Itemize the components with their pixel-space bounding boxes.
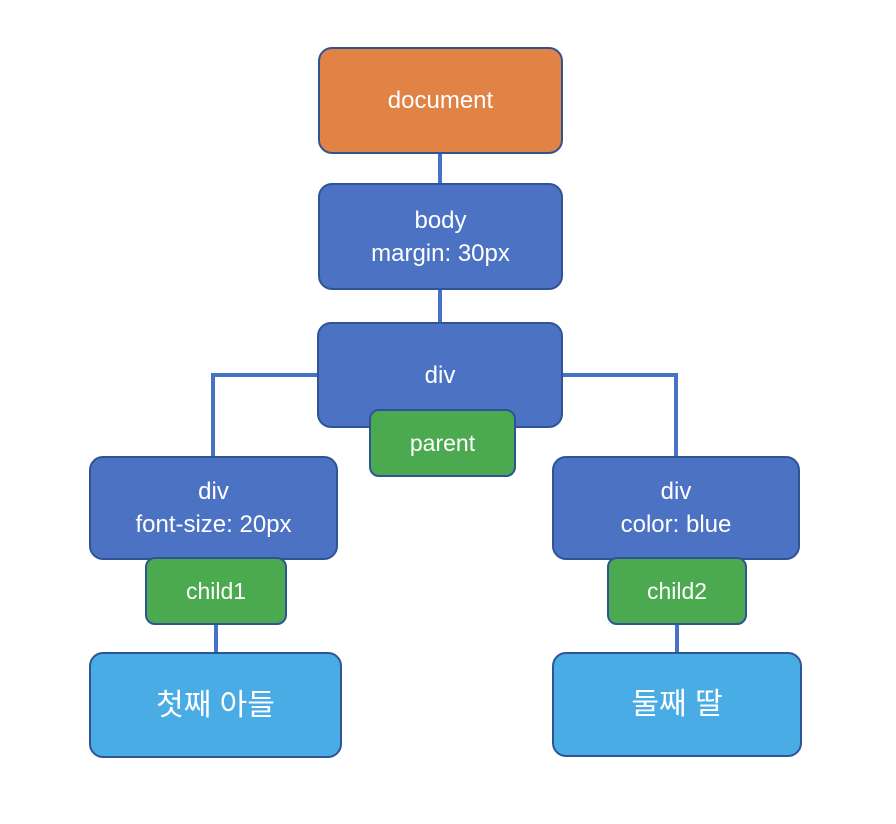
connector-parent-child1-horizontal bbox=[211, 373, 318, 377]
connector-parent-child1-vertical bbox=[211, 373, 215, 457]
connector-parent-child2-vertical bbox=[674, 373, 678, 457]
badge-child1: child1 bbox=[145, 557, 287, 625]
badge-child2-label: child2 bbox=[646, 577, 708, 604]
connector-parent-child2-horizontal bbox=[562, 373, 678, 377]
node-child2-style: color: blue bbox=[620, 511, 732, 538]
node-parent-tag: div bbox=[424, 361, 456, 389]
connector-child2-leaf2 bbox=[675, 623, 679, 654]
node-child2-tag: div bbox=[660, 478, 692, 505]
node-leaf1-label: 첫째 아들 bbox=[156, 688, 275, 722]
node-leaf2-label: 둘째 딸 bbox=[631, 688, 723, 721]
badge-parent-label: parent bbox=[409, 429, 476, 456]
node-document-label: document bbox=[387, 87, 494, 114]
node-document: document bbox=[318, 47, 563, 154]
node-child1-style: font-size: 20px bbox=[135, 511, 292, 538]
badge-child2: child2 bbox=[607, 557, 747, 625]
node-child2-div: div color: blue bbox=[552, 456, 800, 560]
badge-parent: parent bbox=[369, 409, 516, 477]
node-child1-tag: div bbox=[198, 478, 229, 505]
node-leaf1-text: 첫째 아들 bbox=[89, 652, 342, 758]
node-body-tag: body bbox=[414, 206, 467, 234]
connector-child1-leaf1 bbox=[214, 623, 218, 654]
node-body: body margin: 30px bbox=[318, 183, 563, 290]
node-child1-div: div font-size: 20px bbox=[89, 456, 338, 560]
node-leaf2-text: 둘째 딸 bbox=[552, 652, 802, 757]
connector-body-parent bbox=[438, 288, 442, 324]
node-body-style: margin: 30px bbox=[371, 239, 510, 267]
connector-document-body bbox=[438, 152, 442, 185]
badge-child1-label: child1 bbox=[185, 577, 247, 604]
